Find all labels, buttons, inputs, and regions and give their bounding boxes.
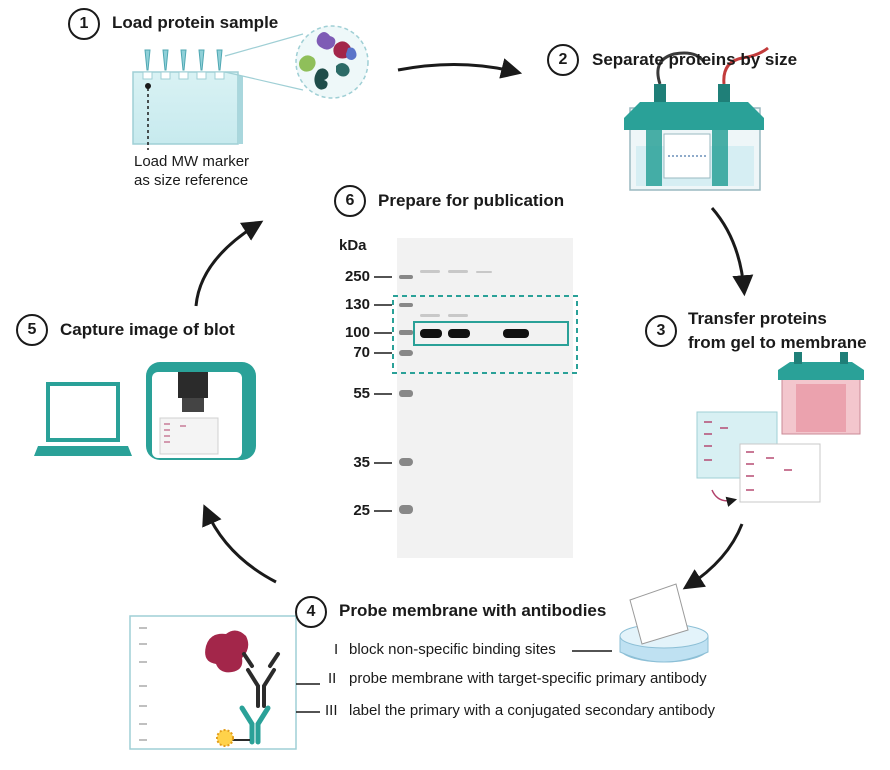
step-5-title: Capture image of blot	[60, 320, 235, 339]
substep-2-text: probe membrane with target-specific prim…	[349, 670, 707, 687]
step-2-badge: 2	[547, 44, 579, 76]
transfer-cassette-illustration	[696, 352, 864, 507]
arrow-3-to-4	[682, 523, 744, 590]
step-3-title-line2: from gel to membrane	[688, 333, 867, 352]
step-1-badge: 1	[68, 8, 100, 40]
electrophoresis-tank-illustration	[624, 46, 769, 191]
mw-label-25: 25	[353, 502, 370, 519]
substep-3-text: label the primary with a conjugated seco…	[349, 702, 716, 719]
step-4-title: Probe membrane with antibodies	[339, 601, 607, 620]
mw-label-70: 70	[353, 344, 370, 361]
protein-sample-zoom	[295, 25, 369, 99]
step-2-title: Separate proteins by size	[592, 50, 798, 69]
mw-label-100: 100	[344, 324, 370, 341]
mw-label-55: 55	[353, 385, 370, 402]
marker-note-line2: as size reference	[134, 172, 249, 189]
mw-label-130: 130	[344, 296, 370, 313]
substep-1-numeral: I	[334, 641, 339, 658]
step-1-title: Load protein sample	[112, 13, 279, 32]
arrow-2-to-3	[710, 207, 754, 297]
blocking-dish-illustration	[619, 583, 709, 663]
substep-2-numeral: II	[328, 670, 337, 687]
laptop-illustration	[34, 382, 132, 456]
step-6-title: Prepare for publication	[378, 191, 565, 210]
step-5-badge: 5	[16, 314, 48, 346]
arrow-5-to-1	[194, 220, 264, 307]
step-6-badge: 6	[334, 185, 366, 217]
step-3-badge: 3	[645, 315, 677, 347]
western-blot-image	[374, 238, 578, 558]
mw-label-250: 250	[344, 268, 370, 285]
substep-1-text: block non-specific binding sites	[349, 641, 556, 658]
substep-3-numeral: III	[325, 702, 338, 719]
step-3-title: Transfer proteins	[688, 309, 827, 328]
mw-label-35: 35	[353, 454, 370, 471]
gel-loading-illustration	[132, 33, 304, 150]
blot-unit-label: kDa	[339, 237, 367, 254]
arrow-1-to-2	[397, 58, 523, 79]
marker-note-line1: Load MW marker	[134, 153, 250, 170]
arrow-4-to-5	[202, 504, 277, 584]
membrane-with-antibodies-illustration	[129, 615, 612, 750]
imager-illustration	[146, 362, 256, 460]
workflow-arrows	[194, 58, 754, 590]
step-4-badge: 4	[295, 596, 327, 628]
